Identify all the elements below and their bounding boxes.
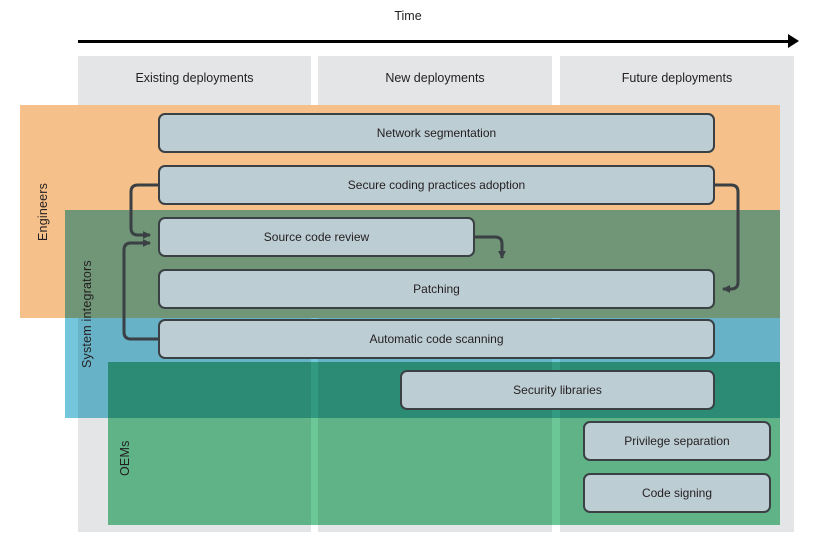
column-header-existing: Existing deployments	[135, 71, 254, 85]
task-box[interactable]: Automatic code scanning	[158, 319, 715, 359]
task-box[interactable]: Source code review	[158, 217, 475, 257]
time-axis-arrow-icon	[788, 34, 799, 48]
band-label-system-integrators: System integrators	[80, 260, 94, 368]
task-box[interactable]: Patching	[158, 269, 715, 309]
task-box[interactable]: Code signing	[583, 473, 771, 513]
column-header-future: Future deployments	[621, 71, 733, 85]
task-box[interactable]: Privilege separation	[583, 421, 771, 461]
time-axis-line	[78, 40, 794, 43]
band-label-engineers: Engineers	[36, 182, 50, 241]
time-axis-title: Time	[394, 9, 422, 23]
task-box[interactable]: Network segmentation	[158, 113, 715, 153]
task-box[interactable]: Secure coding practices adoption	[158, 165, 715, 205]
task-box[interactable]: Security libraries	[400, 370, 715, 410]
column-header-new: New deployments	[385, 71, 485, 85]
band-label-oems: OEMs	[118, 440, 132, 476]
